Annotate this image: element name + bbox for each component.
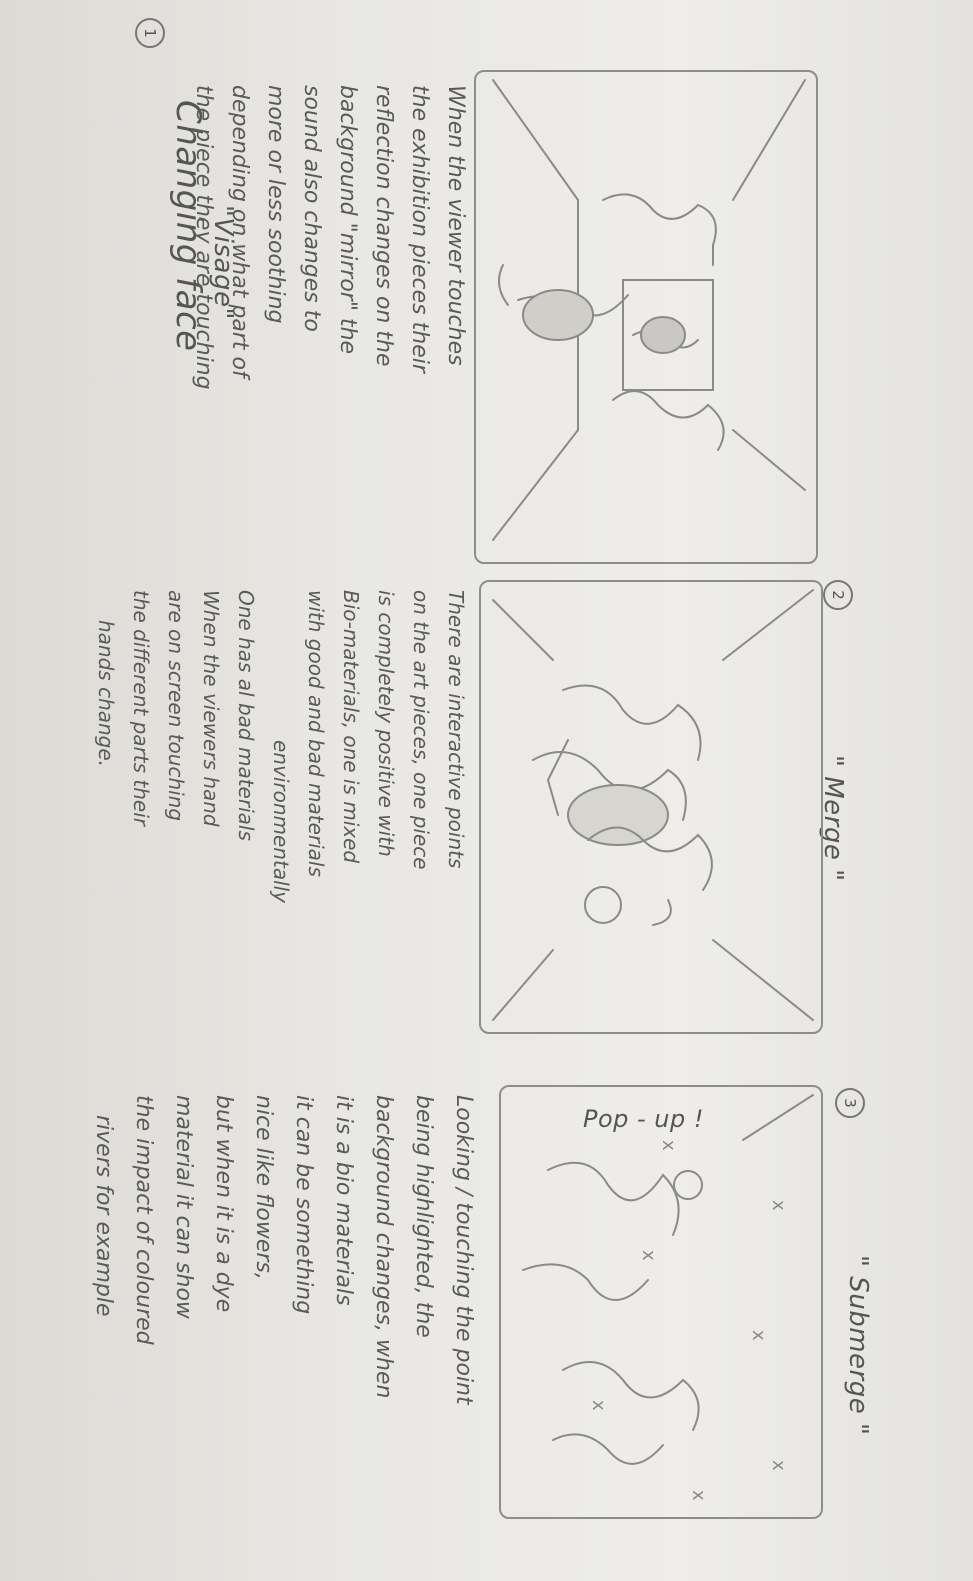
svg-text:x: x	[768, 1460, 789, 1471]
panel-3-text-line: it can be something	[291, 1095, 316, 1315]
panel-2-text: There are interactive points on the art …	[88, 590, 473, 903]
pop-up-label: Pop - up !	[583, 1105, 705, 1133]
panel-2-text-line: hands change.	[94, 620, 118, 768]
panel-1-text-line: more or less soothing	[263, 85, 288, 324]
panel-3-text-line: but when it is a dye	[211, 1095, 236, 1313]
svg-text:x: x	[658, 1140, 679, 1151]
panel-2-drawing	[492, 589, 814, 1021]
panel-2-text-line: with good and bad materials	[304, 590, 328, 877]
svg-text:x: x	[768, 1200, 789, 1211]
panel-2-text-line: on the art pieces, one piece	[409, 590, 433, 870]
panel-3-text-line: being highlighted, the	[411, 1095, 436, 1338]
panel-1-text-line: the piece they are touching	[191, 85, 216, 390]
panel-2-text-line: One has al bad materials	[234, 590, 258, 841]
panel-1-drawing	[492, 79, 806, 541]
panel-2-text-line: There are interactive points	[444, 590, 468, 869]
panel-3-text-line: background changes, when	[371, 1095, 396, 1399]
panel-2-text-line: environmentally	[269, 740, 293, 904]
svg-text:x: x	[688, 1490, 709, 1501]
panel-3-text-line: the impact of coloured	[131, 1095, 156, 1345]
panel-2-text-line: When the viewers hand	[199, 590, 223, 827]
panel-1-text-line: depending on what part of	[227, 85, 252, 378]
panel-3-drawing: x x x x x x x	[522, 1094, 814, 1501]
panel-1-text-line: When the viewer touches	[443, 85, 468, 366]
panel-1-text-line: the exhibition pieces their	[407, 85, 432, 373]
panel-1-text-line: sound also changes to	[299, 85, 324, 332]
panel-1-text-line: reflection changes on the	[371, 85, 396, 367]
panel-2-text-line: is completely positive with	[374, 590, 398, 857]
panel-2-text-line: Bio-materials, one is mixed	[339, 590, 363, 864]
panel-1-text: When the viewer touches the exhibition p…	[185, 85, 473, 390]
svg-text:x: x	[748, 1330, 769, 1341]
svg-text:x: x	[638, 1250, 659, 1261]
svg-text:x: x	[588, 1400, 609, 1411]
panel-1-text-line: background "mirror" the	[335, 85, 360, 355]
panel-3-text-line: rivers for example	[91, 1115, 116, 1317]
panel-2-text-line: the different parts their	[129, 590, 153, 826]
panel-3-text-line: nice like flowers,	[251, 1095, 276, 1280]
panel-3-text-line: it is a bio materials	[331, 1095, 356, 1306]
panel-3-text-line: material it can show	[171, 1095, 196, 1319]
panel-2-text-line: are on screen touching	[164, 590, 188, 822]
panel-3-text-line: Looking / touching the point	[451, 1095, 476, 1405]
panel-3-text: Looking / touching the point being highl…	[83, 1095, 483, 1405]
